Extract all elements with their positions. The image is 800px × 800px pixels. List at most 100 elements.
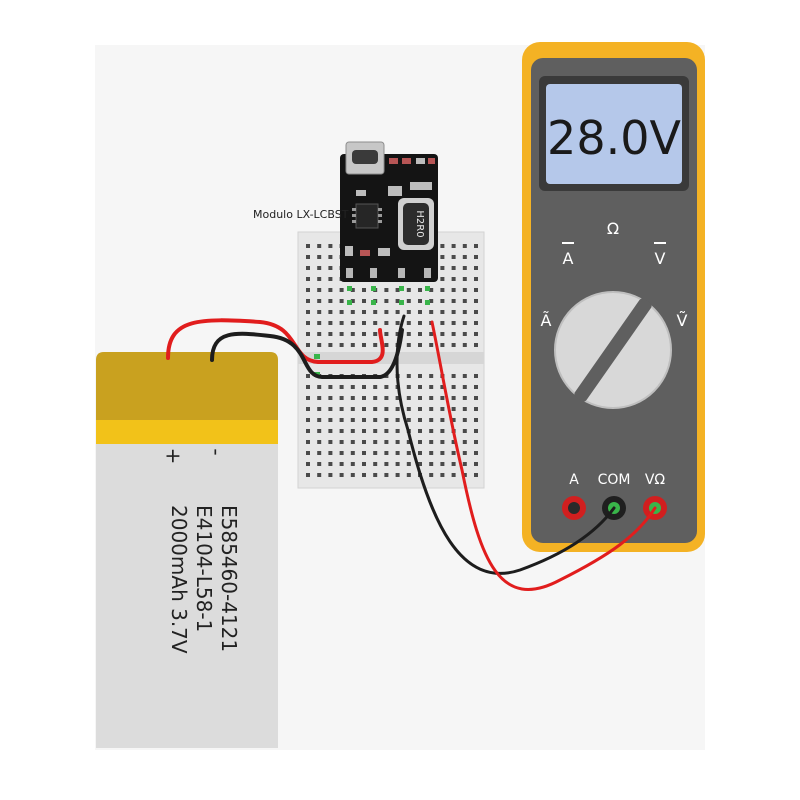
- breadboard-hole: [362, 310, 366, 314]
- breadboard-hole: [306, 332, 310, 336]
- breadboard-hole: [362, 343, 366, 347]
- breadboard-hole: [474, 385, 478, 389]
- breadboard-hole: [317, 244, 322, 248]
- breadboard-hole: [429, 374, 434, 378]
- dial-label-ac-amps: Ã: [541, 311, 552, 330]
- breadboard-hole: [474, 396, 478, 400]
- breadboard-hole: [317, 288, 322, 292]
- breadboard-hole: [339, 343, 344, 347]
- breadboard-hole: [429, 429, 434, 433]
- breadboard-hole: [406, 396, 411, 400]
- breadboard-hole: [339, 451, 344, 455]
- breadboard-hole: [474, 288, 478, 292]
- breadboard-hole: [440, 343, 445, 347]
- breadboard-hole: [474, 429, 478, 433]
- breadboard-hole: [440, 332, 445, 336]
- breadboard-hole: [395, 332, 400, 336]
- breadboard-hole: [451, 396, 456, 400]
- breadboard-hole: [395, 321, 400, 325]
- breadboard-hole: [328, 321, 333, 325]
- breadboard-hole: [306, 244, 310, 248]
- breadboard-hole: [362, 440, 366, 444]
- breadboard-hole: [328, 343, 333, 347]
- breadboard-hole: [451, 385, 456, 389]
- breadboard-hole: [451, 407, 456, 411]
- jack-a[interactable]: [562, 496, 586, 520]
- breadboard-hole: [339, 429, 344, 433]
- dial-label-dc-amps: A: [563, 249, 574, 268]
- breadboard-hole: [350, 418, 355, 422]
- dial-label-ac-volts: Ṽ: [677, 311, 688, 330]
- breadboard-hole: [451, 473, 456, 477]
- breadboard-hole: [474, 451, 478, 455]
- module-label: Modulo LX-LCBST: [253, 208, 349, 221]
- jack-label-a: A: [569, 472, 579, 488]
- breadboard-hole: [373, 429, 378, 433]
- probe-black-com: [395, 314, 616, 575]
- breadboard-hole: [406, 473, 411, 477]
- breadboard-hole: [350, 462, 355, 466]
- multimeter: 28.0V Ω A V Ã Ṽ A COM VΩ: [522, 42, 705, 552]
- breadboard-hole: [429, 332, 434, 336]
- inductor-marking: H2R0: [414, 210, 425, 237]
- breadboard-hole: [328, 440, 333, 444]
- breadboard-hole: [395, 407, 400, 411]
- breadboard-hole: [451, 462, 456, 466]
- breadboard-hole: [373, 440, 378, 444]
- breadboard-hole: [339, 440, 344, 444]
- wires: [166, 314, 657, 591]
- breadboard-hole: [328, 288, 333, 292]
- breadboard-hole: [474, 244, 478, 248]
- breadboard-hole: [462, 451, 467, 455]
- breadboard-hole: [462, 288, 467, 292]
- breadboard-hole: [350, 343, 355, 347]
- ic-chip: [355, 203, 379, 229]
- breadboard-hole: [306, 473, 310, 477]
- breadboard-hole: [406, 310, 411, 314]
- breadboard-hole: [384, 418, 389, 422]
- breadboard-hole: [418, 374, 422, 378]
- breadboard-hole: [339, 385, 344, 389]
- breadboard-hole: [306, 288, 310, 292]
- breadboard-hole: [451, 310, 456, 314]
- dial-label-dc-volts: V: [655, 249, 666, 268]
- breadboard-hole: [462, 321, 467, 325]
- breadboard-hole: [440, 266, 445, 270]
- breadboard-hole: [306, 407, 310, 411]
- breadboard-hole: [462, 385, 467, 389]
- breadboard-hole: [317, 332, 322, 336]
- breadboard-hole: [429, 418, 434, 422]
- breadboard-hole: [384, 440, 389, 444]
- breadboard-hole: [462, 407, 467, 411]
- battery-black-lead: [210, 328, 404, 379]
- breadboard-hole: [328, 277, 333, 281]
- breadboard-hole: [406, 374, 411, 378]
- breadboard-hole: [429, 407, 434, 411]
- breadboard-hole: [462, 374, 467, 378]
- breadboard-hole: [306, 277, 310, 281]
- breadboard-hole: [350, 310, 355, 314]
- breadboard-hole: [350, 321, 355, 325]
- breadboard-hole: [462, 299, 467, 303]
- breadboard-hole: [384, 462, 389, 466]
- breadboard-hole: [350, 396, 355, 400]
- breadboard-hole: [395, 310, 400, 314]
- breadboard-hole: [384, 321, 389, 325]
- breadboard-hole: [339, 332, 344, 336]
- breadboard-hole: [451, 343, 456, 347]
- breadboard-hole: [328, 473, 333, 477]
- battery-text-line-3: 2000mAh 3.7V: [167, 505, 191, 654]
- lcd-screen: [546, 84, 682, 184]
- dial-label-ohm: Ω: [607, 219, 619, 238]
- battery-minus-mark: -: [205, 448, 229, 455]
- breadboard-hole: [362, 299, 366, 303]
- breadboard-hole: [451, 440, 456, 444]
- breadboard-hole: [418, 451, 422, 455]
- breadboard-hole: [474, 462, 478, 466]
- breadboard-hole: [328, 299, 333, 303]
- breadboard-hole: [462, 396, 467, 400]
- breadboard-hole: [440, 321, 445, 325]
- breadboard-hole: [462, 277, 467, 281]
- breadboard-hole: [440, 299, 445, 303]
